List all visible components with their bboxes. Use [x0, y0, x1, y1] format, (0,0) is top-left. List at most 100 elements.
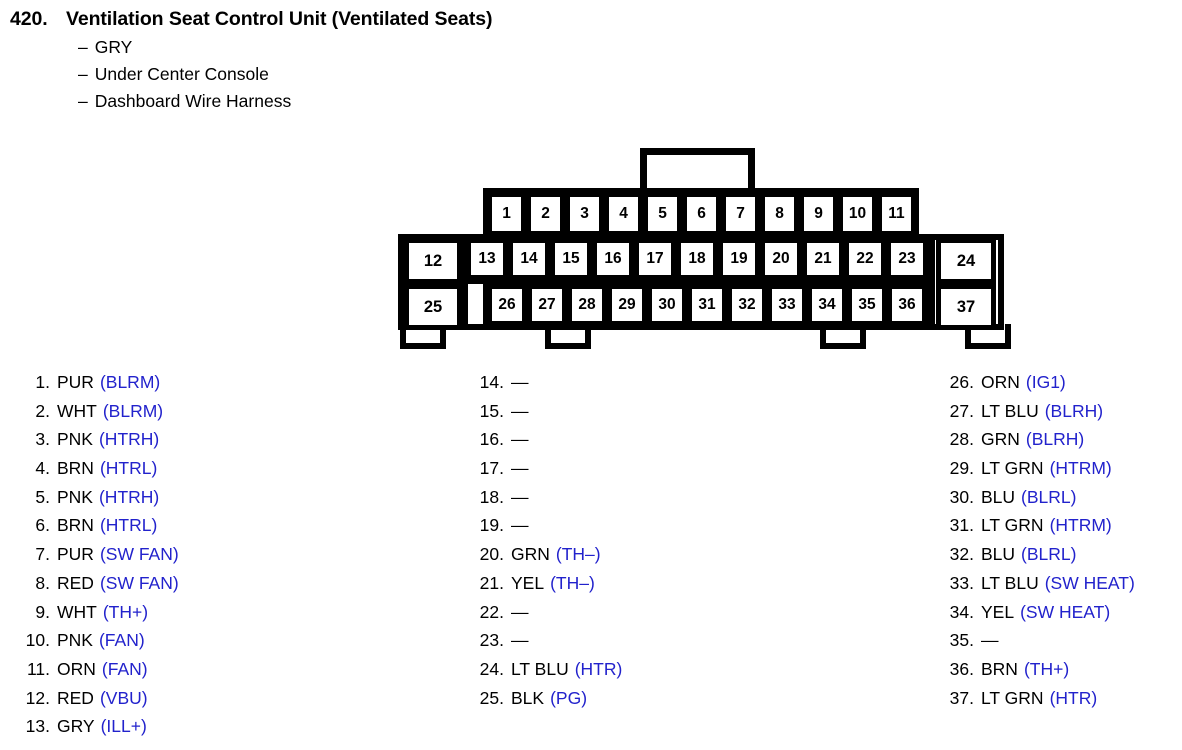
latch-bracket-top-bar — [640, 148, 755, 155]
pin-number: 12. — [25, 687, 50, 708]
signal-name: (HTRL) — [99, 515, 158, 536]
signal-name: (HTR) — [1049, 687, 1098, 708]
wire-color-code: YEL — [511, 572, 545, 593]
connector-top-shroud — [483, 188, 919, 240]
pin-list-item: 8.RED(SW FAN) — [18, 573, 348, 602]
pin-number: 2. — [35, 400, 50, 421]
divider-left — [462, 234, 468, 330]
wire-color-code: BLU — [981, 544, 1016, 565]
divider-right — [929, 234, 935, 330]
page-title: 420. Ventilation Seat Control Unit (Vent… — [10, 8, 910, 31]
pin-list-item: 20.GRN(TH–) — [472, 544, 802, 573]
pin-list-item: 30. BLU(BLRL) — [942, 487, 1182, 516]
signal-name: (BLRL) — [1021, 486, 1077, 507]
pin-cell-10: 10 — [838, 192, 877, 236]
pin-list-item: 18.— — [472, 487, 802, 516]
pin-list-item: 9.WHT(TH+) — [18, 602, 348, 631]
pin-number: 19. — [479, 515, 504, 536]
pin-number: 33. — [949, 572, 974, 593]
pin-list-item: 13.GRY(ILL+) — [18, 716, 348, 745]
wire-color-code: BLU — [981, 486, 1016, 507]
signal-name: (SW HEAT) — [1044, 572, 1135, 593]
pin-cell-33: 33 — [767, 284, 807, 326]
wire-color-code: GRY — [57, 716, 95, 737]
pin-number: 34. — [949, 601, 974, 622]
pin-number: 3. — [35, 429, 50, 450]
pin-cell-7: 7 — [721, 192, 760, 236]
wire-color-code: RED — [57, 687, 94, 708]
signal-name: (HTRM) — [1049, 515, 1112, 536]
wire-color-code: — — [511, 630, 529, 651]
pin-cell-25: 25 — [404, 284, 462, 330]
signal-name: (SW HEAT) — [1020, 601, 1111, 622]
pin-number: 32. — [949, 544, 974, 565]
wire-color-code: — — [511, 429, 529, 450]
pin-list-item: 10.PNK(FAN) — [18, 630, 348, 659]
pin-cell-28: 28 — [567, 284, 607, 326]
pin-cell-2: 2 — [526, 192, 565, 236]
pin-cell-12: 12 — [404, 238, 462, 284]
pin-cell-26: 26 — [487, 284, 527, 326]
wire-color-code: LT GRN — [981, 687, 1044, 708]
pin-cell-35: 35 — [847, 284, 887, 326]
pin-number: 9. — [35, 601, 50, 622]
pin-number: 6. — [35, 515, 50, 536]
pin-cell-19: 19 — [718, 238, 760, 280]
pin-list-item: 25.BLK(PG) — [472, 688, 802, 717]
pin-list-item: 26.ORN(IG1) — [942, 372, 1182, 401]
pin-number: 25. — [479, 687, 504, 708]
wire-color-code: — — [511, 458, 529, 479]
pin-number: 16. — [479, 429, 504, 450]
wire-color-code: LT BLU — [981, 572, 1039, 593]
wire-color-code: — — [511, 515, 529, 536]
header-block: 420. Ventilation Seat Control Unit (Vent… — [10, 8, 910, 112]
pin-cell-1: 1 — [487, 192, 526, 236]
pin-number: 5. — [35, 486, 50, 507]
pin-list-column-2: 14.—15.—16.—17.—18.—19.—20.GRN(TH–)21.YE… — [472, 372, 802, 716]
pin-list-item: 1.PUR(BLRM) — [18, 372, 348, 401]
mounting-tab — [400, 324, 446, 349]
pin-list-item: 24.LT BLU(HTR) — [472, 659, 802, 688]
wire-color-code: YEL — [981, 601, 1015, 622]
signal-name: (HTRM) — [1049, 458, 1112, 479]
pin-cell-27: 27 — [527, 284, 567, 326]
pin-number: 20. — [479, 544, 504, 565]
pin-list-column-3: 26.ORN(IG1)27.LT BLU(BLRH)28.GRN(BLRH)29… — [942, 372, 1182, 716]
pin-list-item: 19. — — [472, 515, 802, 544]
wire-color-code: LT GRN — [981, 458, 1044, 479]
latch-bracket-right-leg — [748, 148, 755, 194]
dash-marker: – — [78, 37, 88, 57]
signal-name: (TH+) — [102, 601, 149, 622]
wire-color-code: — — [511, 601, 529, 622]
mounting-tab — [965, 324, 1011, 349]
wire-color-code: PNK — [57, 630, 93, 651]
pin-list-item: 2.WHT(BLRM) — [18, 401, 348, 430]
pin-list-item: 6.BRN(HTRL) — [18, 515, 348, 544]
signal-name: (TH–) — [555, 544, 601, 565]
pin-number: 8. — [35, 572, 50, 593]
signal-name: (HTRH) — [98, 486, 160, 507]
dash-marker: – — [78, 91, 88, 111]
signal-name: (HTRL) — [99, 458, 158, 479]
pin-number: 10. — [25, 630, 50, 651]
pin-cell-22: 22 — [844, 238, 886, 280]
pin-list-item: 21.YEL(TH–) — [472, 573, 802, 602]
pin-number: 27. — [949, 400, 974, 421]
signal-name: (ILL+) — [100, 716, 147, 737]
pin-list-item: 34. YEL(SW HEAT) — [942, 602, 1182, 631]
signal-name: (PG) — [550, 687, 588, 708]
pin-cell-30: 30 — [647, 284, 687, 326]
attribute-list: –GRY–Under Center Console–Dashboard Wire… — [10, 37, 910, 112]
pin-list-column-1: 1.PUR(BLRM)2.WHT(BLRM)3.PNK(HTRH)4.BRN(H… — [18, 372, 348, 745]
pin-cell-11: 11 — [877, 192, 916, 236]
pin-number: 30. — [949, 486, 974, 507]
signal-name: (IG1) — [1025, 372, 1066, 392]
pin-number: 17. — [479, 458, 504, 479]
wire-color-code: — — [981, 630, 999, 651]
pin-cell-21: 21 — [802, 238, 844, 280]
pin-cell-4: 4 — [604, 192, 643, 236]
wire-color-code: PUR — [57, 372, 94, 392]
pin-cell-20: 20 — [760, 238, 802, 280]
signal-name: (HTR) — [574, 658, 623, 679]
pin-number: 4. — [35, 458, 50, 479]
